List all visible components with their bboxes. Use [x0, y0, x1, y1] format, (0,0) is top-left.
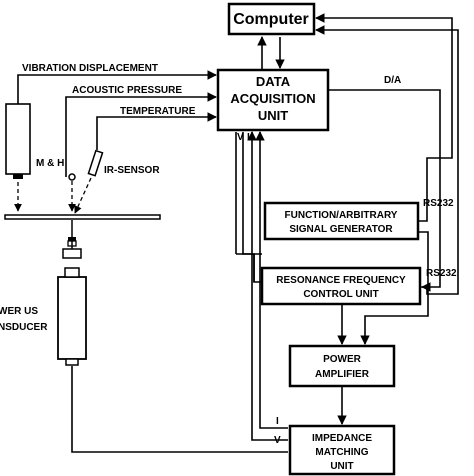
daq-label-1: DATA: [256, 74, 291, 89]
function-generator-block: FUNCTION/ARBITRARY SIGNAL GENERATOR: [263, 201, 420, 241]
rs232-label-a: RS232: [423, 198, 454, 209]
ultrasonic-transducer: [57, 267, 87, 366]
daq-v-label: V: [237, 132, 244, 143]
vibration-label: VIBRATION DISPLACEMENT: [22, 63, 158, 74]
power-amplifier-block: POWER AMPLIFIER: [288, 344, 396, 388]
daq-i-label: I: [247, 132, 250, 143]
mh-label: M & H: [36, 158, 64, 169]
rfcu-label-2: CONTROL UNIT: [303, 289, 378, 300]
computer-label: Computer: [233, 11, 309, 28]
data-acquisition-unit: DATA ACQUISITION UNIT: [216, 68, 330, 132]
fgen-label-1: FUNCTION/ARBITRARY: [285, 210, 398, 221]
transducer-label-1: WER US: [0, 306, 38, 317]
daq-label-2: ACQUISITION: [230, 91, 315, 106]
impedance-matching-block: IMPEDANCE MATCHING UNIT: [288, 424, 396, 476]
rfcu-label-1: RESONANCE FREQUENCY: [276, 275, 406, 286]
mh-sensor: [5, 103, 31, 179]
imu-label-1: IMPEDANCE: [312, 433, 372, 444]
amp-label-1: POWER: [323, 354, 362, 365]
computer-block: Computer: [227, 2, 316, 36]
amp-label-2: AMPLIFIER: [315, 369, 370, 380]
rs232-label-b: RS232: [426, 268, 457, 279]
signal-wires: [17, 13, 459, 453]
imu-label-3: UNIT: [330, 461, 353, 472]
acoustic-label: ACOUSTIC PRESSURE: [72, 85, 182, 96]
imu-i-label: I: [276, 416, 279, 427]
da-label: D/A: [384, 75, 401, 86]
measurement-dashed-lines: [14, 177, 92, 214]
horn-plate: [4, 214, 161, 259]
temperature-label: TEMPERATURE: [120, 106, 196, 117]
ir-sensor: [87, 149, 104, 177]
imu-v-label: V: [274, 435, 281, 446]
acoustic-probe: [68, 173, 76, 181]
transducer-label-2: NSDUCER: [0, 322, 48, 333]
resonance-control-block: RESONANCE FREQUENCY CONTROL UNIT: [260, 266, 422, 306]
daq-label-3: UNIT: [258, 108, 288, 123]
imu-label-2: MATCHING: [315, 447, 368, 458]
fgen-label-2: SIGNAL GENERATOR: [289, 224, 393, 235]
ir-sensor-label: IR-SENSOR: [104, 165, 160, 176]
